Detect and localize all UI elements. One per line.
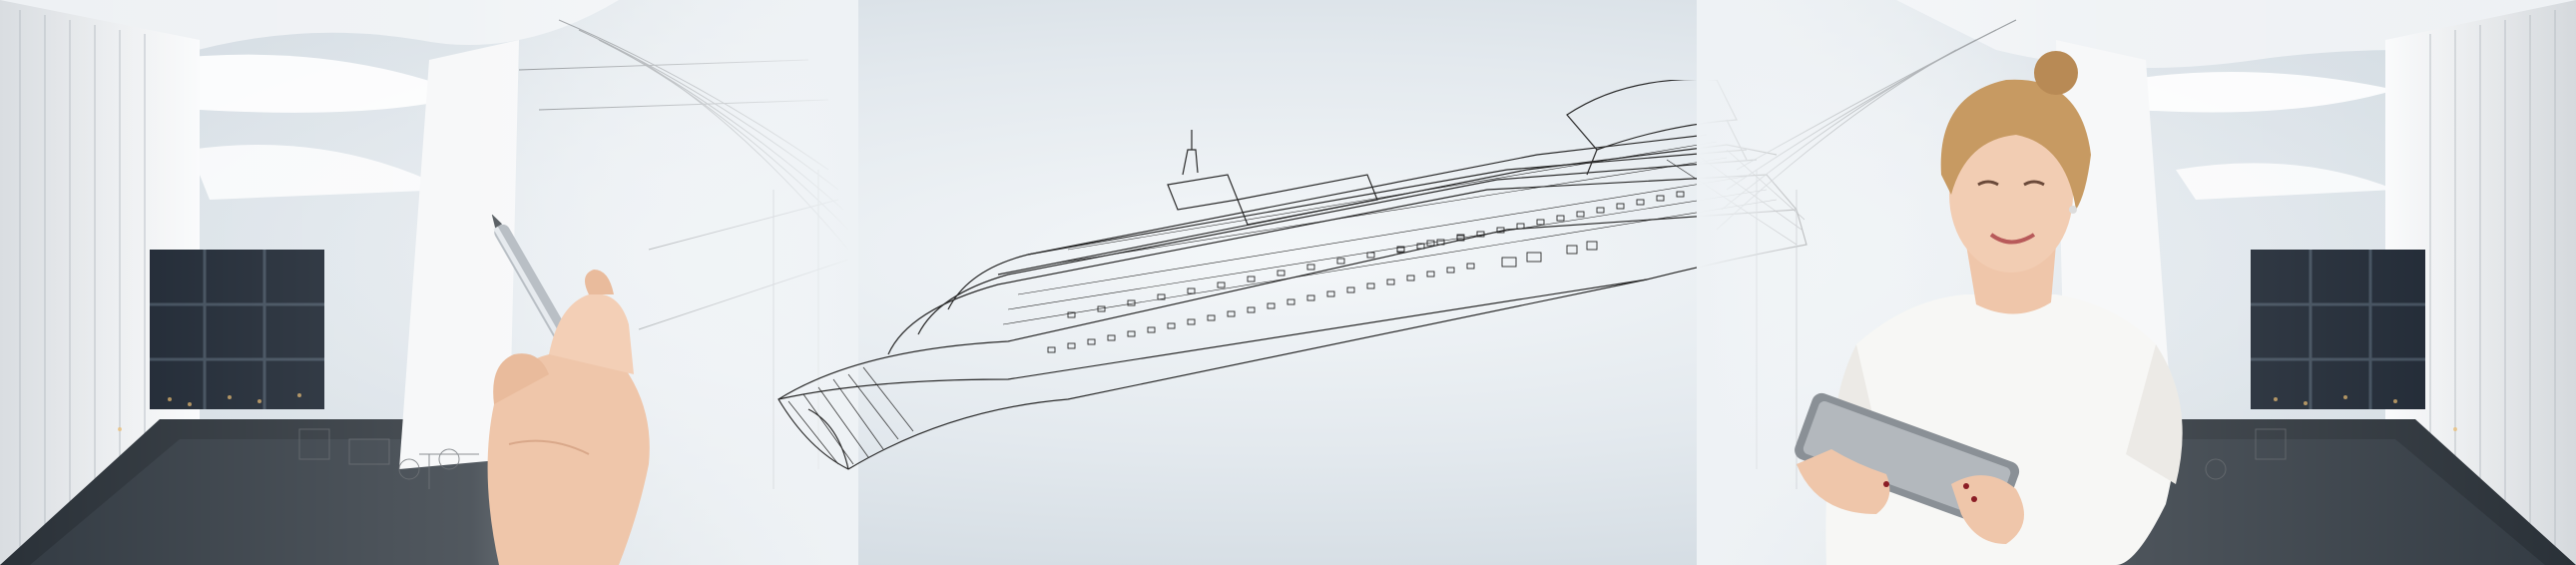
- architecture-sketch-left: [0, 0, 858, 565]
- cruise-ship-wireframe: [777, 80, 1807, 470]
- hand-with-pen: [487, 215, 650, 565]
- woman-with-tablet: [1795, 51, 2183, 565]
